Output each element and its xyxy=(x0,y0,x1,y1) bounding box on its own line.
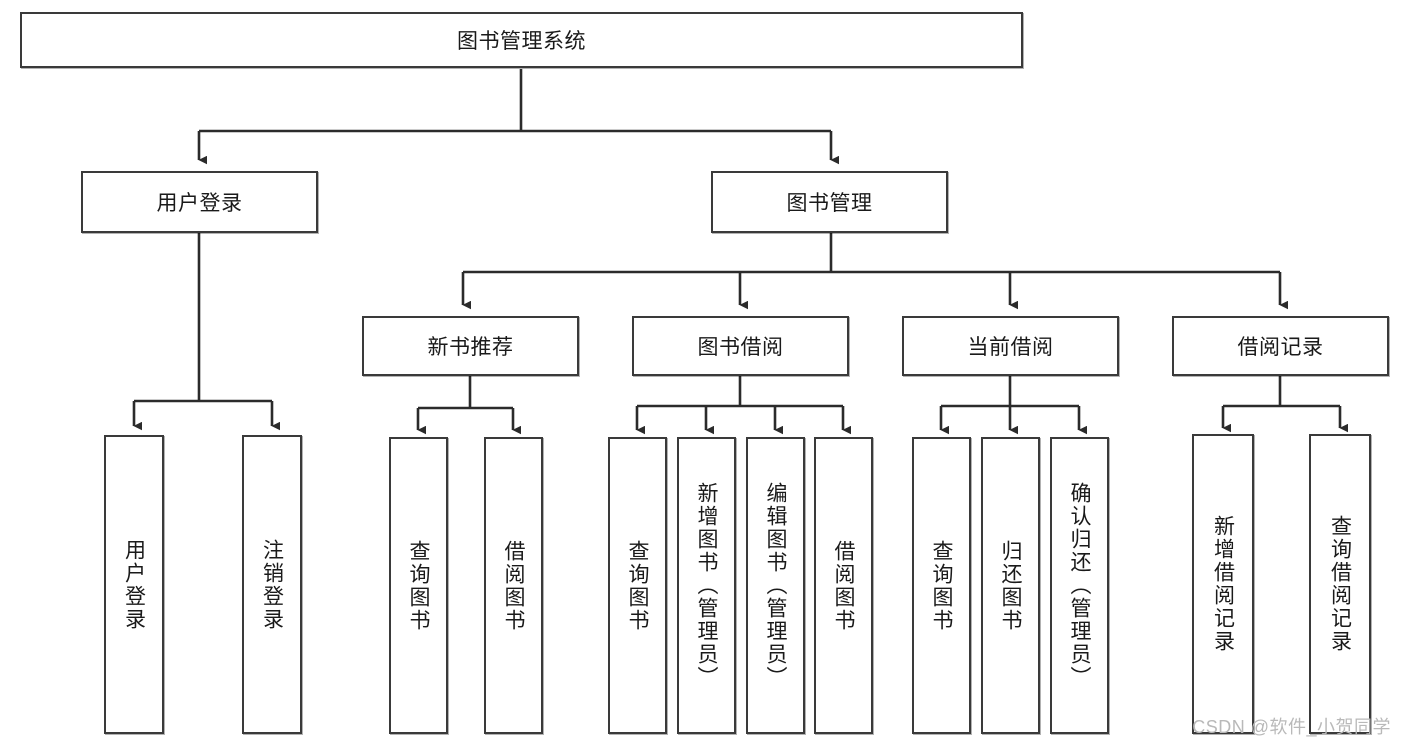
node-book-borrow-label: 图书借阅 xyxy=(697,336,784,359)
node-leaf-borrow-book-2[interactable]: 借阅图书 xyxy=(814,437,873,734)
node-root-label: 图书管理系统 xyxy=(457,30,586,53)
node-book-manage[interactable]: 图书管理 xyxy=(711,171,948,233)
node-leaf-borrow-book-1[interactable]: 借阅图书 xyxy=(484,437,543,734)
node-new-book-recommend[interactable]: 新书推荐 xyxy=(362,316,579,376)
node-leaf-query-record-label: 查询借阅记录 xyxy=(1328,515,1352,653)
node-leaf-query-book-3-label: 查询图书 xyxy=(930,539,953,632)
node-leaf-edit-book-label: 编辑图书（管理员） xyxy=(764,482,787,689)
node-leaf-borrow-book-2-label: 借阅图书 xyxy=(832,539,855,632)
node-leaf-query-record[interactable]: 查询借阅记录 xyxy=(1309,434,1371,734)
node-leaf-edit-book[interactable]: 编辑图书（管理员） xyxy=(746,437,805,734)
node-leaf-query-book-2[interactable]: 查询图书 xyxy=(608,437,667,734)
node-borrow-record-label: 借阅记录 xyxy=(1237,336,1324,359)
node-borrow-record[interactable]: 借阅记录 xyxy=(1172,316,1389,376)
node-leaf-return-book[interactable]: 归还图书 xyxy=(981,437,1040,734)
node-leaf-user-logout[interactable]: 注销登录 xyxy=(242,435,302,734)
node-current-borrow[interactable]: 当前借阅 xyxy=(902,316,1119,376)
node-current-borrow-label: 当前借阅 xyxy=(967,336,1054,359)
node-book-borrow[interactable]: 图书借阅 xyxy=(632,316,849,376)
node-leaf-user-login[interactable]: 用户登录 xyxy=(104,435,164,734)
node-leaf-user-login-label: 用户登录 xyxy=(122,538,146,631)
node-leaf-query-book-1[interactable]: 查询图书 xyxy=(389,437,448,734)
node-leaf-query-book-3[interactable]: 查询图书 xyxy=(912,437,971,734)
node-user-login[interactable]: 用户登录 xyxy=(81,171,318,233)
node-leaf-return-book-label: 归还图书 xyxy=(999,539,1022,632)
node-root[interactable]: 图书管理系统 xyxy=(20,12,1023,68)
node-leaf-add-record[interactable]: 新增借阅记录 xyxy=(1192,434,1254,734)
node-leaf-query-book-2-label: 查询图书 xyxy=(626,539,649,632)
node-user-login-label: 用户登录 xyxy=(156,192,243,215)
node-leaf-user-logout-label: 注销登录 xyxy=(260,538,284,631)
node-leaf-confirm-return[interactable]: 确认归还（管理员） xyxy=(1050,437,1109,734)
node-leaf-borrow-book-1-label: 借阅图书 xyxy=(502,539,525,632)
node-book-manage-label: 图书管理 xyxy=(786,192,873,215)
node-new-book-recommend-label: 新书推荐 xyxy=(427,336,514,359)
node-leaf-query-book-1-label: 查询图书 xyxy=(407,539,430,632)
node-leaf-add-record-label: 新增借阅记录 xyxy=(1211,515,1235,653)
node-leaf-confirm-return-label: 确认归还（管理员） xyxy=(1068,482,1091,689)
node-leaf-add-book[interactable]: 新增图书（管理员） xyxy=(677,437,736,734)
node-leaf-add-book-label: 新增图书（管理员） xyxy=(695,482,718,689)
